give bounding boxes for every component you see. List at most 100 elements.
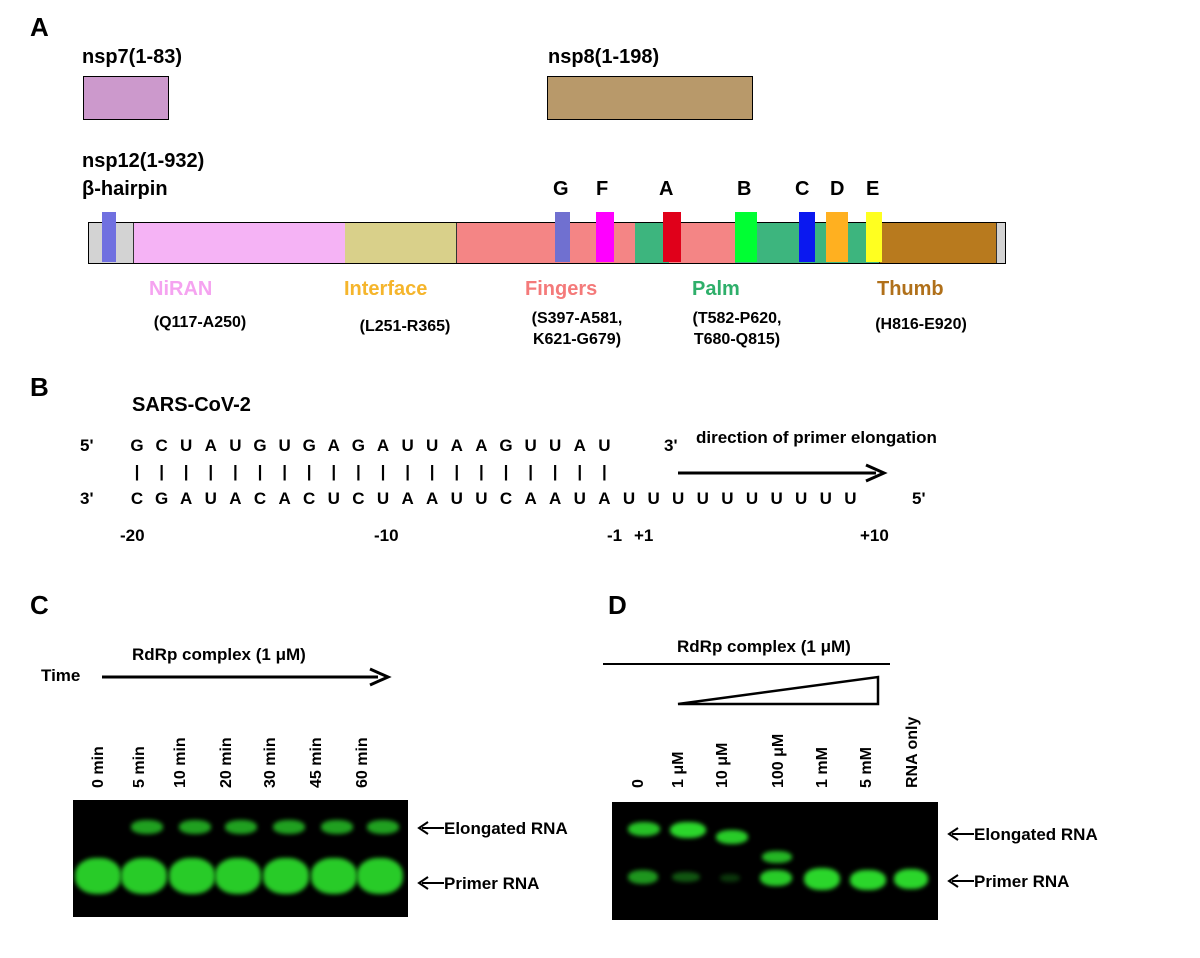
bottom-base: U bbox=[475, 489, 488, 508]
top-base: U bbox=[278, 436, 291, 455]
bottom-base: U bbox=[745, 489, 759, 508]
bottom-base: A bbox=[426, 489, 439, 508]
thumb-label: Thumb bbox=[877, 278, 944, 300]
gel-d bbox=[612, 802, 938, 920]
niran-domain bbox=[133, 223, 346, 263]
pair-line: | bbox=[183, 462, 189, 481]
motif-e-label: E bbox=[866, 178, 880, 200]
bottom-base: C bbox=[352, 489, 365, 508]
nsp8-label: nsp8(1-198) bbox=[548, 46, 660, 68]
elongated-band bbox=[716, 830, 748, 844]
palm-label: Palm bbox=[692, 278, 740, 300]
palm-range-2: T680-Q815) bbox=[693, 331, 781, 348]
motif-b bbox=[735, 212, 757, 262]
motif-e bbox=[866, 212, 882, 262]
bottom-base: U bbox=[672, 489, 685, 508]
bottom-base: U bbox=[450, 489, 463, 508]
pair-line: | bbox=[528, 462, 533, 481]
position-plus-1: +1 bbox=[634, 526, 654, 545]
panel-a-letter: A bbox=[30, 12, 49, 42]
pair-line: | bbox=[356, 462, 361, 481]
bottom-base: C bbox=[130, 489, 144, 508]
top-base: A bbox=[204, 436, 217, 455]
bottom-base: U bbox=[622, 489, 636, 508]
motif-a bbox=[663, 212, 681, 262]
fingers-range-2: K621-G679) bbox=[532, 331, 622, 348]
motif-f bbox=[596, 212, 614, 262]
top-base: U bbox=[524, 436, 537, 455]
elongated-band bbox=[131, 820, 163, 834]
pair-line: | bbox=[306, 462, 312, 481]
c-lane-label: 60 min bbox=[354, 737, 371, 788]
elongation-arrow bbox=[678, 463, 888, 483]
top-base: A bbox=[376, 436, 390, 455]
c-lane-label: 0 min bbox=[90, 746, 107, 788]
d-elongated-arrow bbox=[947, 827, 974, 841]
panel-b-letter: B bbox=[30, 372, 49, 402]
d-condition-line bbox=[603, 663, 890, 665]
top-base: U bbox=[180, 436, 193, 455]
top-base: A bbox=[450, 436, 463, 455]
interface-range: (L251-R365) bbox=[359, 318, 451, 335]
thumb-range: (H816-E920) bbox=[875, 316, 967, 333]
pair-line: | bbox=[429, 462, 435, 481]
c-lane-label: 45 min bbox=[308, 737, 325, 788]
primer-band bbox=[628, 870, 658, 884]
bottom-base: U bbox=[327, 489, 340, 508]
bottom-base: U bbox=[696, 489, 709, 508]
d-primer-arrow bbox=[947, 874, 974, 888]
d-lane-label: 0 bbox=[630, 779, 647, 788]
bottom-base: G bbox=[154, 489, 169, 508]
top-base: G bbox=[351, 436, 365, 455]
bottom-base: U bbox=[844, 489, 857, 508]
interface-label: Interface bbox=[344, 278, 428, 300]
pair-line: | bbox=[208, 462, 214, 481]
d-lane-label: 1 mM bbox=[814, 747, 831, 788]
motif-c-label: C bbox=[795, 178, 810, 200]
pair-line: | bbox=[602, 462, 607, 481]
top-base: G bbox=[130, 436, 144, 455]
pair-line: | bbox=[159, 462, 164, 481]
d-primer-label: Primer RNA bbox=[974, 872, 1070, 891]
motif-a-label: A bbox=[659, 178, 674, 200]
bottom-strand-3prime: 3' bbox=[80, 489, 94, 508]
sars-cov-2-title: SARS-CoV-2 bbox=[132, 394, 251, 416]
primer-band bbox=[169, 858, 215, 894]
d-lane-label: 100 μM bbox=[770, 733, 787, 788]
c-elongated-arrow bbox=[417, 821, 444, 835]
elongated-band bbox=[367, 820, 399, 834]
nsp7-label: nsp7(1-83) bbox=[82, 46, 183, 68]
bottom-base: A bbox=[180, 489, 193, 508]
primer-band bbox=[850, 870, 886, 890]
niran-range: (Q117-A250) bbox=[153, 314, 247, 331]
motif-d-label: D bbox=[830, 178, 845, 200]
motif-b-label: B bbox=[737, 178, 752, 200]
bottom-base: C bbox=[303, 489, 316, 508]
hairpin-label: β-hairpin bbox=[82, 178, 168, 200]
fingers-range-1: (S397-A581, bbox=[531, 310, 623, 327]
top-base: U bbox=[229, 436, 242, 455]
top-base: G bbox=[302, 436, 316, 455]
pair-line: | bbox=[405, 462, 410, 481]
position-minus-1: -1 bbox=[607, 526, 623, 545]
pair-line: | bbox=[134, 462, 140, 481]
c-condition-label: RdRp complex (1 μM) bbox=[132, 645, 306, 664]
bottom-base: A bbox=[549, 489, 562, 508]
top-base: U bbox=[598, 436, 611, 455]
top-strand-3prime: 3' bbox=[664, 436, 678, 455]
nsp12-label: nsp12(1-932) bbox=[82, 150, 205, 172]
panel-c-letter: C bbox=[30, 590, 49, 620]
primer-band bbox=[75, 858, 121, 894]
bottom-base: U bbox=[721, 489, 734, 508]
elongated-band bbox=[273, 820, 305, 834]
fingers-label: Fingers bbox=[525, 278, 598, 300]
bottom-base: U bbox=[376, 489, 390, 508]
top-base: U bbox=[426, 436, 439, 455]
elongated-band bbox=[628, 822, 660, 836]
motif-g bbox=[555, 212, 570, 262]
bottom-base: U bbox=[204, 489, 217, 508]
position-minus-20: -20 bbox=[120, 526, 145, 545]
c-lane-label: 5 min bbox=[131, 746, 148, 788]
primer-band bbox=[121, 858, 167, 894]
primer-band bbox=[760, 870, 792, 886]
